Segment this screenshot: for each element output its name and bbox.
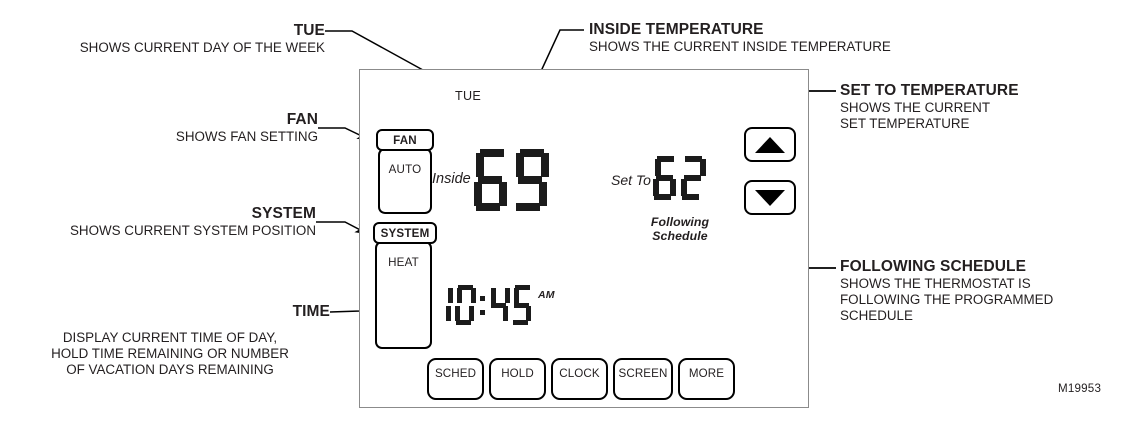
callout-following-desc-3: SCHEDULE bbox=[840, 308, 913, 324]
callout-tue: TUE SHOWS CURRENT DAY OF THE WEEK bbox=[20, 22, 325, 56]
callout-time-desc-2: HOLD TIME REMAINING OR NUMBER bbox=[51, 346, 289, 362]
time-display: AM bbox=[432, 285, 555, 325]
fan-switch-value: AUTO bbox=[388, 163, 422, 176]
seven-segment-digit bbox=[473, 149, 508, 211]
following-schedule-line1: Following bbox=[650, 215, 710, 229]
time-meridiem: AM bbox=[538, 289, 555, 301]
callout-time-desc-3: OF VACATION DAYS REMAINING bbox=[66, 362, 274, 378]
function-key-more-label: MORE bbox=[688, 367, 725, 380]
function-key-sched[interactable]: SCHED bbox=[427, 358, 484, 400]
following-schedule-line2: Schedule bbox=[652, 229, 708, 243]
callout-tue-title: TUE bbox=[293, 22, 325, 39]
set-to-temperature-display: Set To bbox=[611, 156, 709, 200]
callout-setto-desc-1: SHOWS THE CURRENT bbox=[840, 100, 991, 115]
system-switch[interactable]: SYSTEM HEAT bbox=[373, 222, 437, 349]
callout-inside-desc: SHOWS THE CURRENT INSIDE TEMPERATURE bbox=[589, 39, 891, 54]
function-key-hold[interactable]: HOLD bbox=[489, 358, 546, 400]
temperature-down-button[interactable] bbox=[744, 180, 796, 215]
clock-colon bbox=[478, 285, 487, 325]
fan-switch-tab-label: FAN bbox=[393, 133, 417, 147]
callout-tue-desc: SHOWS CURRENT DAY OF THE WEEK bbox=[79, 40, 325, 55]
seven-segment-digit bbox=[455, 285, 476, 325]
seven-segment-digit bbox=[680, 156, 706, 200]
fan-switch-body[interactable]: AUTO bbox=[378, 148, 432, 214]
set-to-label: Set To bbox=[611, 172, 651, 188]
callout-following-schedule: FOLLOWING SCHEDULE SHOWS THE THERMOSTAT … bbox=[840, 258, 1053, 325]
callout-time-desc: DISPLAY CURRENT TIME OF DAY, HOLD TIME R… bbox=[10, 330, 330, 379]
function-key-hold-label: HOLD bbox=[501, 367, 534, 380]
callout-inside-temperature: INSIDE TEMPERATURE SHOWS THE CURRENT INS… bbox=[589, 21, 891, 55]
function-key-clock[interactable]: CLOCK bbox=[551, 358, 608, 400]
system-switch-value: HEAT bbox=[388, 256, 419, 269]
set-to-temperature-value bbox=[652, 156, 709, 200]
thermostat-panel: TUE FAN AUTO SYSTEM HEAT Inside Se bbox=[359, 69, 809, 408]
time-value bbox=[432, 285, 535, 325]
seven-segment-digit bbox=[652, 156, 677, 200]
callout-setto-desc-2: SET TEMPERATURE bbox=[840, 116, 970, 132]
callout-inside-title: INSIDE TEMPERATURE bbox=[589, 21, 764, 38]
function-key-screen-label: SCREEN bbox=[618, 367, 668, 380]
callout-system-title: SYSTEM bbox=[251, 205, 316, 222]
seven-segment-digit bbox=[489, 285, 510, 325]
function-key-screen[interactable]: SCREEN bbox=[613, 358, 673, 400]
following-schedule-indicator: Following Schedule bbox=[632, 215, 728, 243]
callout-time-title: TIME bbox=[292, 303, 330, 320]
system-switch-tab-label: SYSTEM bbox=[380, 226, 430, 240]
down-arrow-icon bbox=[755, 189, 785, 206]
callout-system-desc: SHOWS CURRENT SYSTEM POSITION bbox=[69, 223, 316, 238]
fan-switch-tab[interactable]: FAN bbox=[376, 129, 434, 151]
callout-following-desc-2: FOLLOWING THE PROGRAMMED bbox=[840, 292, 1054, 308]
seven-segment-digit bbox=[512, 285, 532, 325]
callout-set-to-temperature: SET TO TEMPERATURE SHOWS THE CURRENT SET… bbox=[840, 82, 1019, 132]
function-key-more[interactable]: MORE bbox=[678, 358, 735, 400]
function-key-sched-label: SCHED bbox=[434, 367, 477, 380]
callout-fan: FAN SHOWS FAN SETTING bbox=[18, 111, 318, 145]
day-of-week-display: TUE bbox=[455, 89, 482, 103]
system-switch-tab[interactable]: SYSTEM bbox=[373, 222, 437, 244]
inside-temperature-value bbox=[473, 149, 554, 211]
callout-following-desc-1: SHOWS THE THERMOSTAT IS bbox=[840, 276, 1031, 291]
seven-segment-digit bbox=[514, 149, 549, 211]
system-switch-body[interactable]: HEAT bbox=[375, 241, 432, 349]
fan-switch[interactable]: FAN AUTO bbox=[376, 129, 434, 214]
callout-system: SYSTEM SHOWS CURRENT SYSTEM POSITION bbox=[8, 205, 316, 239]
callout-following-title: FOLLOWING SCHEDULE bbox=[840, 258, 1027, 275]
inside-temperature-display: Inside bbox=[432, 149, 554, 211]
function-key-clock-label: CLOCK bbox=[559, 367, 600, 380]
up-arrow-icon bbox=[755, 136, 785, 153]
callout-fan-title: FAN bbox=[286, 111, 318, 128]
function-key-row: SCHED HOLD CLOCK SCREEN MORE bbox=[427, 358, 735, 400]
figure-part-number: M19953 bbox=[1058, 382, 1102, 395]
callout-setto-title: SET TO TEMPERATURE bbox=[840, 82, 1019, 99]
inside-label: Inside bbox=[432, 171, 471, 187]
temperature-up-button[interactable] bbox=[744, 127, 796, 162]
callout-time: TIME bbox=[10, 303, 330, 321]
seven-segment-digit bbox=[432, 285, 453, 325]
callout-time-desc-1: DISPLAY CURRENT TIME OF DAY, bbox=[62, 330, 278, 345]
callout-fan-desc: SHOWS FAN SETTING bbox=[175, 129, 318, 144]
